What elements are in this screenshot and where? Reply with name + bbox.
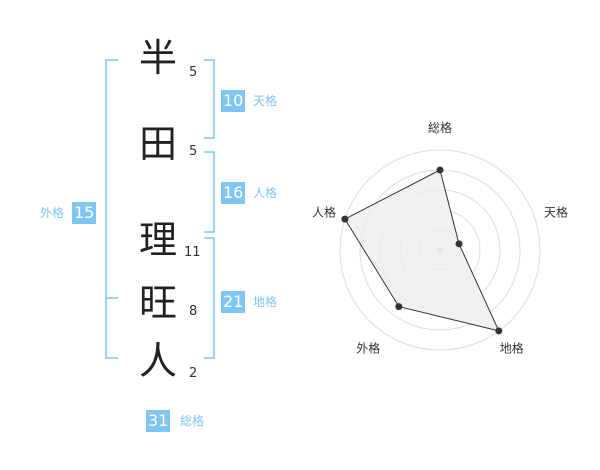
stroke-count-2: 5 <box>189 144 198 159</box>
name-char-3: 理 <box>138 218 177 262</box>
radar-axis-label-5: 人格 <box>312 204 336 219</box>
radar-point-1 <box>436 166 444 174</box>
stroke-count-3: 11 <box>184 245 201 260</box>
gaikaku-value-badge: 15 <box>72 202 97 224</box>
stroke-count-1: 5 <box>189 65 198 80</box>
soukaku-value-badge: 31 <box>146 410 171 432</box>
stroke-count-4: 8 <box>189 304 198 319</box>
gaikaku-label: 外格 <box>40 206 65 220</box>
radar-ring-5 <box>339 149 541 351</box>
tenkaku-label: 天格 <box>253 94 278 108</box>
name-char-5: 人 <box>138 339 177 383</box>
name-char-1: 半 <box>138 36 177 80</box>
radar-series-polygon <box>344 169 500 332</box>
radar-point-5 <box>341 215 349 223</box>
radar-axis-label-1: 総格 <box>428 120 452 135</box>
radar-point-2 <box>455 240 463 248</box>
radar-axis-label-3: 地格 <box>500 341 524 356</box>
name-char-4: 旺 <box>138 281 177 325</box>
chikaku-label: 地格 <box>253 295 278 309</box>
radar-axis-label-2: 天格 <box>544 204 568 219</box>
jinkaku-bracket <box>204 151 215 233</box>
jinkaku-value-badge: 16 <box>221 182 246 204</box>
tenkaku-value-badge: 10 <box>221 90 246 112</box>
radar-point-4 <box>395 303 403 311</box>
soukaku-label: 総格 <box>180 414 205 428</box>
name-char-2: 田 <box>138 122 177 166</box>
chikaku-value-badge: 21 <box>221 291 246 313</box>
chikaku-bracket <box>204 237 215 359</box>
stroke-count-5: 2 <box>189 366 198 381</box>
radar-axis-label-4: 外格 <box>356 341 380 356</box>
tenkaku-bracket <box>204 59 215 139</box>
radar-point-3 <box>495 327 503 335</box>
jinkaku-label: 人格 <box>253 186 278 200</box>
gaikaku-bracket <box>105 59 118 359</box>
